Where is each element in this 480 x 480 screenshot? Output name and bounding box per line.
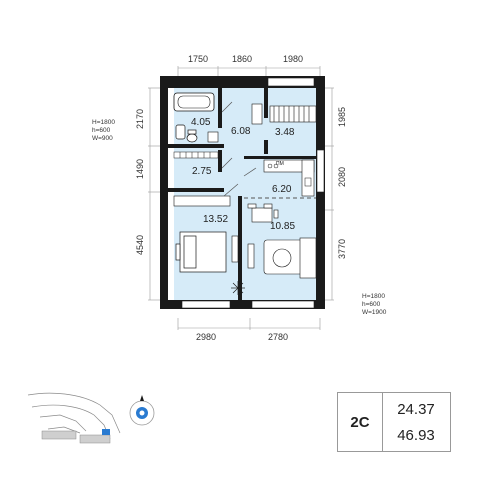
left-dim-1: 2170 — [135, 108, 145, 130]
room-bath-area: 4.05 — [191, 117, 211, 128]
room-storage-area: 3.48 — [275, 127, 295, 138]
sink — [175, 124, 186, 140]
fixture-label: ПМ — [276, 161, 284, 167]
kitchen-counter — [263, 159, 315, 197]
door-swings — [221, 101, 257, 197]
top-dim-1: 1750 — [188, 54, 209, 64]
dining-table — [247, 203, 279, 223]
window-note-bottom: H=1800 h=600 W=1900 — [362, 293, 386, 317]
washing-machine — [207, 131, 219, 143]
left-dim-3: 4540 — [135, 234, 145, 256]
right-dim-3: 3770 — [337, 238, 347, 260]
bottom-dim-1: 2980 — [196, 332, 217, 342]
window-note-top-w: W=900 — [92, 135, 113, 142]
desk — [231, 235, 239, 263]
left-dim-2: 1490 — [135, 158, 145, 180]
room-living-area: 10.85 — [270, 221, 296, 232]
room-bedroom-area: 13.52 — [203, 214, 229, 225]
window-note-top-sill: h=600 — [92, 127, 111, 134]
right-dim-1: 1985 — [337, 106, 347, 128]
bedroom-wardrobe — [173, 195, 231, 207]
living-area-value: 24.37 — [397, 400, 435, 418]
bottom-dim-2: 2780 — [268, 332, 289, 342]
summary-badge: 2С 24.37 46.93 — [337, 392, 451, 452]
double-bed — [175, 231, 227, 273]
room-closet-area: 2.75 — [192, 166, 212, 177]
toilet — [186, 129, 198, 143]
dimension-lines — [148, 66, 334, 330]
top-dim-3: 1980 — [283, 54, 304, 64]
site-key-map — [27, 392, 155, 444]
room-hall-area: 6.08 — [231, 126, 251, 137]
top-dim-2: 1860 — [232, 54, 253, 64]
storage-shelf — [269, 105, 317, 123]
total-area-value: 46.93 — [397, 426, 435, 444]
apartment-type: 2С — [338, 393, 383, 451]
room-kitchen-area: 6.20 — [272, 184, 292, 195]
windows — [181, 77, 325, 309]
interior-walls — [168, 88, 316, 300]
window-note-top-h: H=1800 — [92, 119, 115, 126]
radiator-icon — [231, 281, 245, 295]
window-note-bottom-w: W=1900 — [362, 309, 387, 316]
hall-wardrobe — [251, 103, 263, 125]
right-dim-2: 2080 — [337, 166, 347, 188]
closet-shelf — [173, 151, 219, 159]
bathtub — [173, 92, 215, 112]
window-note-bottom-sill: h=600 — [362, 301, 381, 308]
living-furniture — [247, 237, 317, 279]
compass-icon — [129, 395, 155, 426]
window-note-bottom-h: H=1800 — [362, 293, 385, 300]
window-note-top: H=1800 h=600 W=900 — [92, 119, 115, 143]
